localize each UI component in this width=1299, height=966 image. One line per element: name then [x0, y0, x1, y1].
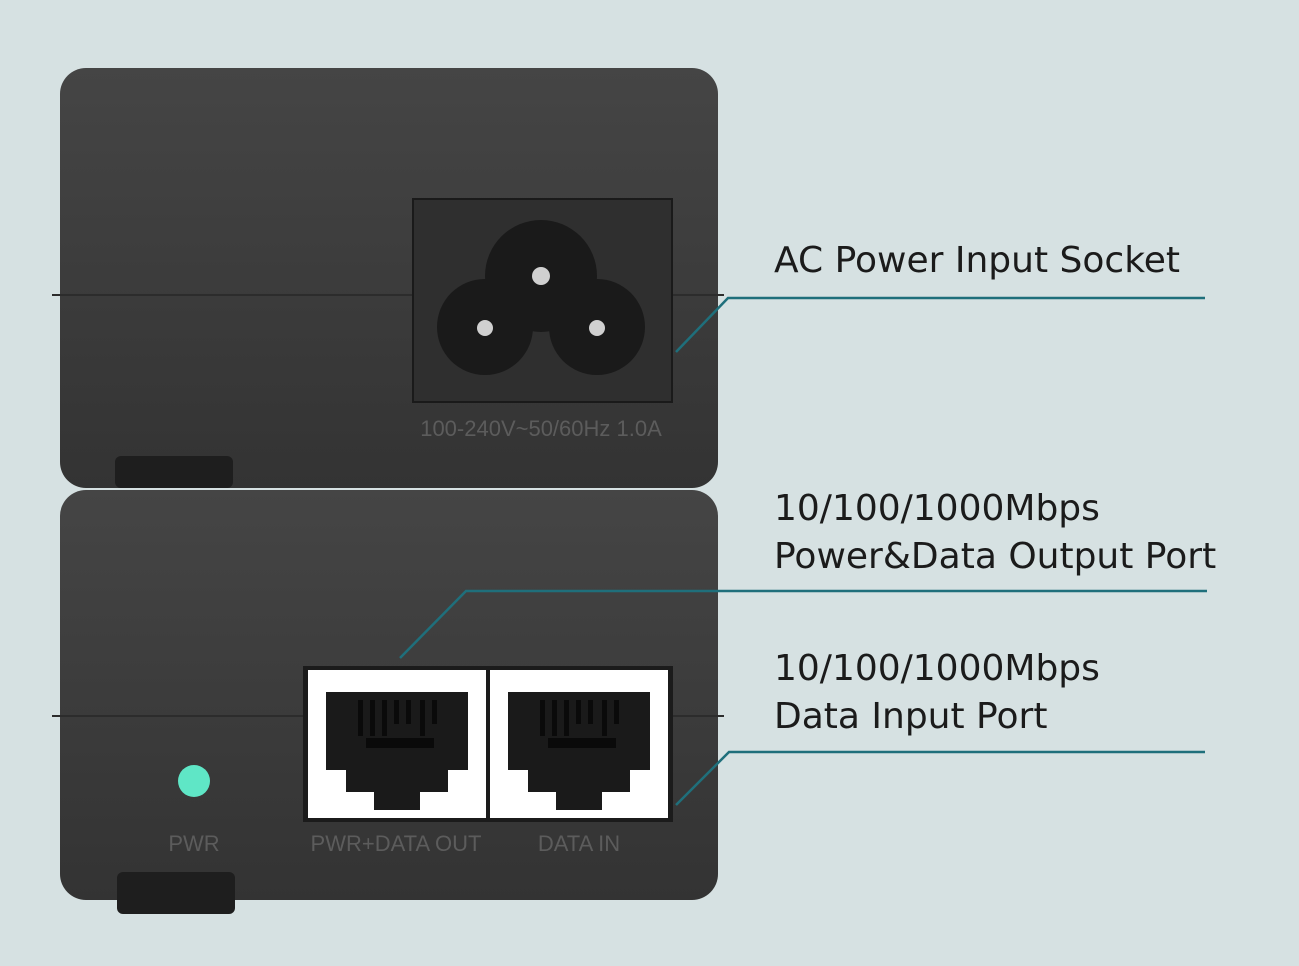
mounting-tab-bottom — [117, 872, 235, 914]
leader-line-ac — [675, 296, 1205, 353]
leader-line-input — [675, 750, 1205, 806]
data-in-label: DATA IN — [538, 831, 620, 856]
socket-pin-icon — [477, 267, 605, 336]
power-rating-label: 100-240V~50/60Hz 1.0A — [420, 416, 662, 441]
pwr-data-out-port[interactable] — [308, 670, 486, 818]
callout-ac-socket: AC Power Input Socket — [774, 240, 1180, 281]
ac-power-socket — [412, 198, 673, 403]
callout-input-line2: Data Input Port — [774, 696, 1047, 737]
pwr-label: PWR — [168, 831, 219, 856]
mounting-tab-top — [115, 456, 233, 488]
data-in-port[interactable] — [490, 670, 668, 818]
callout-output-line1: 10/100/1000Mbps — [774, 488, 1100, 529]
leader-line-output — [399, 589, 1207, 659]
callout-input-line1: 10/100/1000Mbps — [774, 648, 1100, 689]
callout-output-line2: Power&Data Output Port — [774, 536, 1216, 577]
power-led-icon — [178, 765, 210, 797]
pwr-data-out-label: PWR+DATA OUT — [311, 831, 482, 856]
